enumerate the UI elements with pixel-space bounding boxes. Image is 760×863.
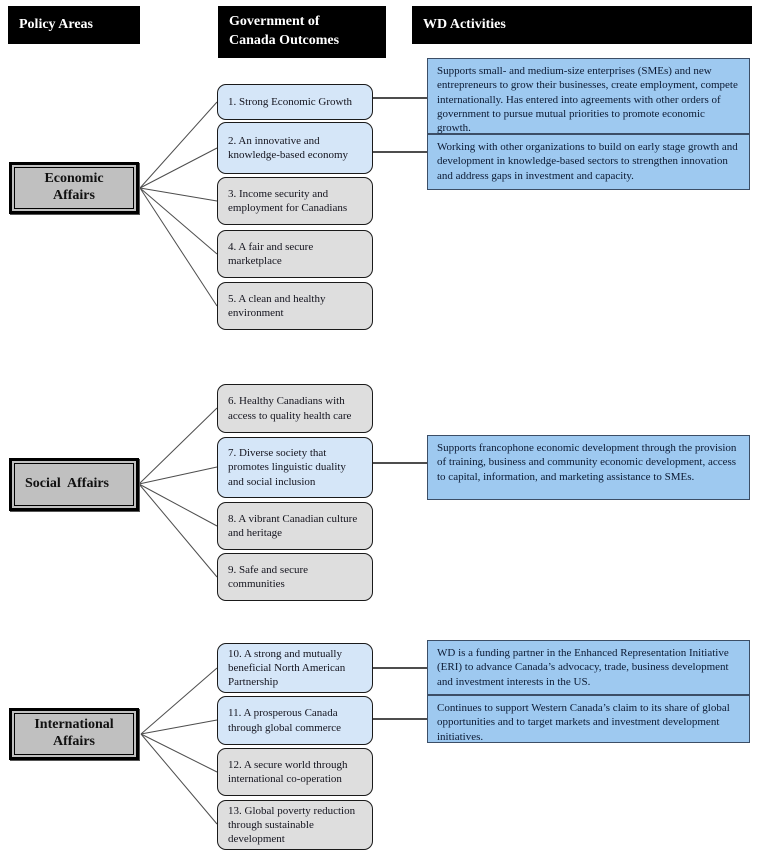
outcome-label: 3. Income security and employment for Ca… xyxy=(228,187,348,214)
fan-lines-international xyxy=(140,667,218,825)
outcome-box-3: 3. Income security and employment for Ca… xyxy=(217,177,373,225)
outcome-label: 13. Global poverty reduction through sus… xyxy=(228,804,356,846)
outcomes-header: Government of Canada Outcomes xyxy=(218,6,386,58)
outcome-label: 8. A vibrant Canadian culture and herita… xyxy=(228,512,358,539)
outcome-box-2: 2. An innovative and knowledge-based eco… xyxy=(217,122,373,174)
policy-box-label: Social Affairs xyxy=(14,463,134,506)
activity-text: Working with other organizations to buil… xyxy=(437,141,738,182)
policy-box-international-affairs: International Affairs xyxy=(9,708,139,760)
outcome-label: 4. A fair and secure marketplace xyxy=(228,240,314,267)
outcome-label: 1. Strong Economic Growth xyxy=(228,95,353,108)
outcome-label: 6. Healthy Canadians with access to qual… xyxy=(228,395,352,422)
outcome-label: 7. Diverse society that promotes linguis… xyxy=(228,447,346,488)
policy-areas-header: Policy Areas xyxy=(8,6,140,44)
outcome-box-4: 4. A fair and secure marketplace xyxy=(217,230,373,278)
outcome-box-1: 1. Strong Economic Growth xyxy=(217,84,373,120)
policy-box-label: International Affairs xyxy=(14,713,134,755)
policy-box-social-affairs: Social Affairs xyxy=(9,458,139,511)
outcome-label: 2. An innovative and knowledge-based eco… xyxy=(228,134,349,161)
outcome-box-11: 11. A prosperous Canada through global c… xyxy=(217,696,373,745)
activity-box-smes: Supports small- and medium-size enterpri… xyxy=(427,58,750,134)
outcome-box-5: 5. A clean and healthy environment xyxy=(217,282,373,330)
outcome-label: 9. Safe and secure communities xyxy=(228,563,309,590)
outcome-label: 5. A clean and healthy environment xyxy=(228,292,326,319)
fan-lines-social xyxy=(138,407,218,578)
activity-box-francophone: Supports francophone economic developmen… xyxy=(427,435,750,500)
policy-box-label: Economic Affairs xyxy=(14,167,134,209)
outcome-box-6: 6. Healthy Canadians with access to qual… xyxy=(217,384,373,433)
outcome-label: 10. A strong and mutually beneficial Nor… xyxy=(228,647,346,689)
policy-box-economic-affairs: Economic Affairs xyxy=(9,162,139,214)
activity-text: Supports small- and medium-size enterpri… xyxy=(437,65,738,135)
outcome-activity-connectors xyxy=(373,97,427,720)
activity-text: Continues to support Western Canada’s cl… xyxy=(437,702,730,743)
outcome-box-8: 8. A vibrant Canadian culture and herita… xyxy=(217,502,373,550)
activity-box-eri: WD is a funding partner in the Enhanced … xyxy=(427,640,750,695)
outcome-box-9: 9. Safe and secure communities xyxy=(217,553,373,601)
activities-header: WD Activities xyxy=(412,6,752,44)
fan-lines-economic xyxy=(139,101,218,307)
activity-text: Supports francophone economic developmen… xyxy=(437,442,737,483)
outcome-box-7: 7. Diverse society that promotes linguis… xyxy=(217,437,373,498)
activity-text: WD is a funding partner in the Enhanced … xyxy=(437,647,729,688)
outcome-box-13: 13. Global poverty reduction through sus… xyxy=(217,800,373,850)
outcome-label: 12. A secure world through international… xyxy=(228,758,348,785)
outcome-label: 11. A prosperous Canada through global c… xyxy=(228,707,342,734)
outcome-box-12: 12. A secure world through international… xyxy=(217,748,373,796)
activity-box-knowledge-sectors: Working with other organizations to buil… xyxy=(427,134,750,190)
outcome-box-10: 10. A strong and mutually beneficial Nor… xyxy=(217,643,373,693)
activity-box-global-commerce: Continues to support Western Canada’s cl… xyxy=(427,695,750,743)
